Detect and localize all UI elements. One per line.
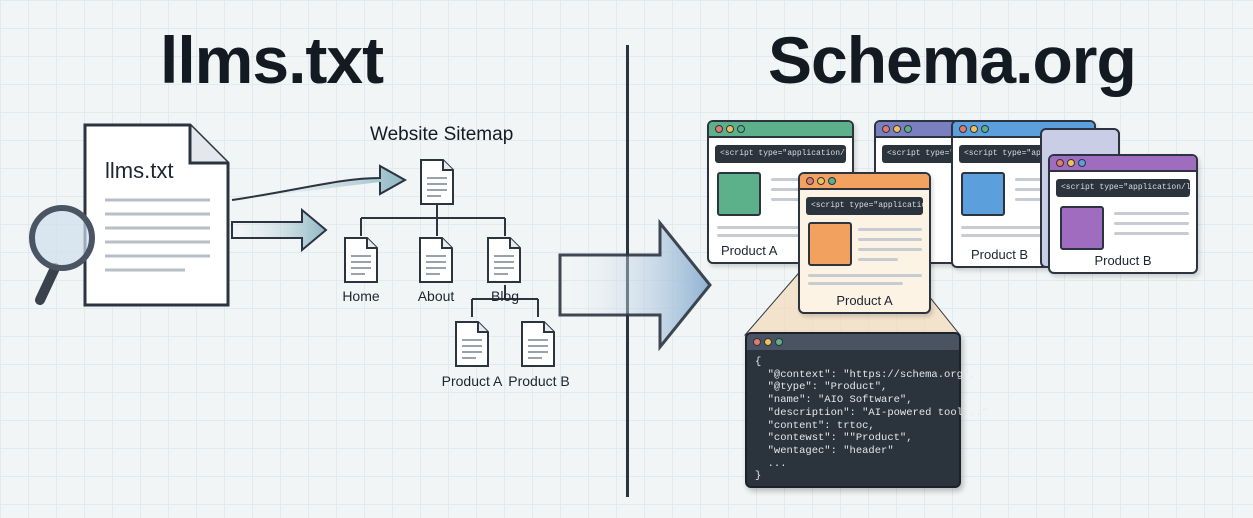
script-tag: <script type="application/ld+json">	[1056, 179, 1190, 197]
script-tag: <script type="application/ld+json">	[806, 197, 923, 215]
json-ld-code: { "@context": "https://schema.org", "@ty…	[747, 350, 989, 483]
window-label: Product B	[1094, 253, 1152, 268]
sitemap-title: Website Sitemap	[370, 124, 514, 145]
node-blog: Blog	[490, 288, 520, 304]
node-about: About	[417, 288, 455, 304]
code-line: "name": "AIO Software",	[755, 394, 913, 407]
llms-txt-title: llms.txt	[160, 23, 384, 97]
magnifier-icon	[29, 205, 95, 305]
browser-window-orange: <script type="application/ld+json"> Prod…	[798, 172, 931, 314]
doc-label: llms.txt	[105, 158, 174, 183]
code-line: "wentagec": "header"	[755, 444, 894, 457]
schema-org-title: Schema.org	[768, 23, 1137, 97]
arrow-curved	[231, 164, 408, 201]
node-home: Home	[342, 288, 380, 304]
node-product-a: Product A	[441, 373, 503, 389]
code-line: "@context": "https://schema.org",	[755, 368, 976, 381]
window-label: Product A	[836, 293, 893, 308]
code-line: "description": "AI-powered tool..."	[755, 406, 989, 419]
left-diagram	[29, 123, 712, 367]
code-line: ...	[755, 457, 787, 470]
json-ld-code-panel: { "@context": "https://schema.org", "@ty…	[745, 332, 989, 488]
code-line: {	[755, 356, 762, 368]
window-label: Product A	[721, 243, 778, 258]
window-label: Product B	[971, 247, 1029, 262]
arrow-straight	[231, 207, 328, 253]
code-line: }	[755, 470, 762, 483]
script-tag: <script type="applicati	[882, 145, 956, 163]
sitemap-tree	[360, 200, 539, 317]
big-arrow	[558, 218, 712, 352]
node-product-b: Product B	[508, 373, 570, 389]
code-line: "content": trtoc,	[755, 419, 875, 432]
script-tag: <script type="application/ld+json">	[715, 145, 846, 163]
llms-doc-icon	[83, 123, 230, 307]
browser-window-purple: <script type="application/ld+json"> Prod…	[1048, 154, 1198, 274]
code-line: "@type": "Product",	[755, 381, 888, 394]
code-line: "contewst": ""Product",	[755, 432, 913, 445]
